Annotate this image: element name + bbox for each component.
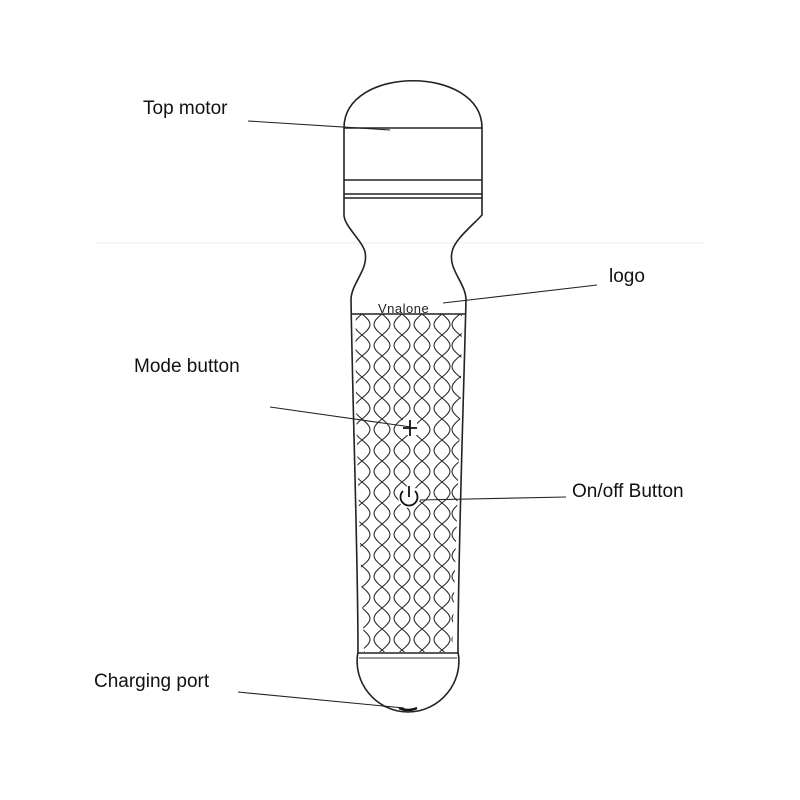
label-logo: logo [609, 266, 645, 287]
grip-wave-pattern [355, 313, 462, 652]
grip-wave-line [355, 313, 371, 652]
logo-text: Vnalone [378, 301, 429, 316]
grip-wave-line [413, 313, 431, 652]
grip-wave-line [393, 313, 411, 652]
grip-wave-line [451, 313, 462, 652]
charging-port-leader [237, 691, 405, 709]
grip-wave-line [355, 313, 371, 652]
mode-button-leader [269, 406, 412, 428]
logo-leader [442, 284, 598, 304]
power-icon [398, 486, 420, 508]
grip-wave-line [413, 313, 431, 652]
top-motor-leader [247, 120, 391, 131]
grip-wave-line [433, 313, 451, 652]
grip-wave-line [451, 313, 462, 652]
charging-port-mark [398, 706, 418, 712]
grip-wave-line [373, 313, 391, 652]
grip-wave-line [393, 313, 411, 652]
grip-wave-line [373, 313, 391, 652]
label-mode-button: Mode button [134, 356, 240, 377]
grip-wave-line [433, 313, 451, 652]
label-top-motor: Top motor [143, 98, 228, 119]
on-off-leader [419, 496, 567, 501]
device-outline [343, 80, 483, 713]
plus-icon [403, 419, 417, 436]
label-on-off-button: On/off Button [572, 481, 684, 502]
label-charging-port: Charging port [94, 671, 210, 692]
